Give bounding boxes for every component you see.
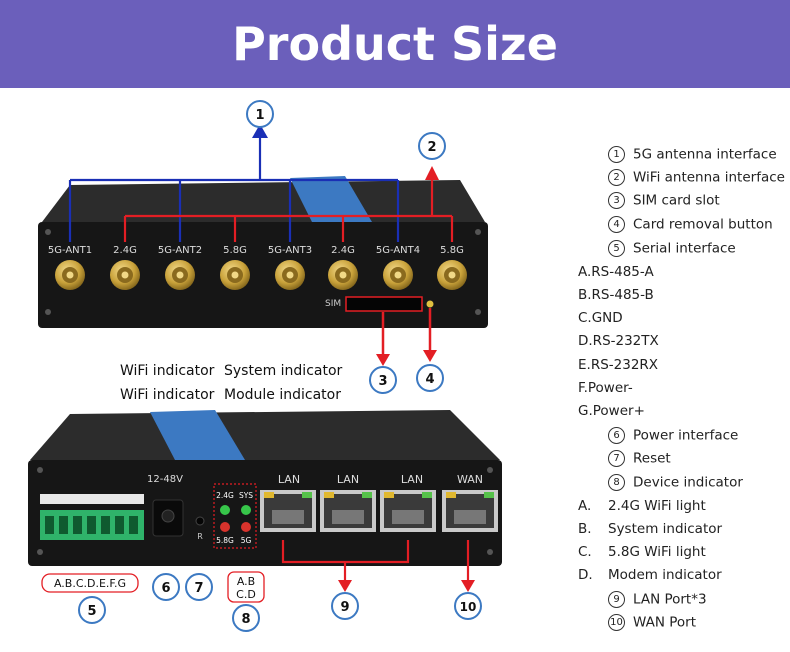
- page-title: Product Size: [232, 17, 558, 71]
- port-label: WAN: [457, 473, 483, 486]
- svg-text:4: 4: [425, 372, 434, 387]
- antenna-connector-icon: [165, 260, 195, 290]
- lan-port-icon: [320, 490, 376, 532]
- router-rear-view: [28, 410, 502, 566]
- antenna-connector-icon: [220, 260, 250, 290]
- top-port-label: 2.4G: [331, 245, 355, 256]
- svg-text:8: 8: [241, 612, 250, 627]
- top-port-label: 5G-ANT2: [158, 245, 202, 256]
- antenna-connector-icon: [383, 260, 413, 290]
- wan-port-icon: [442, 490, 498, 532]
- callout-4: 4: [416, 364, 444, 392]
- callout-7: 7: [185, 573, 213, 601]
- svg-text:2: 2: [427, 140, 436, 155]
- serial-box-text: A.B.C.D.E.F.G: [54, 577, 126, 590]
- svg-text:5: 5: [87, 604, 96, 619]
- port-label: LAN: [337, 473, 359, 486]
- arrow-down-icon: [338, 580, 352, 592]
- indicator-label: Module indicator: [224, 387, 341, 403]
- callout-3: 3: [369, 366, 397, 394]
- device-callout-box: [227, 571, 265, 603]
- top-port-label: 5G-ANT4: [376, 245, 420, 256]
- antenna-connector-icon: [275, 260, 305, 290]
- svg-text:10: 10: [460, 600, 477, 614]
- led-2-4g: [220, 505, 230, 515]
- reset-button: [195, 516, 205, 526]
- antenna-connectors: [55, 260, 467, 290]
- device-box-line1: A.B: [237, 575, 255, 588]
- serial-callout-box: [41, 573, 139, 593]
- port-label: LAN: [401, 473, 423, 486]
- led-label: 5G: [241, 536, 252, 545]
- arrow-down-icon: [376, 354, 390, 366]
- svg-text:7: 7: [194, 581, 203, 596]
- ethernet-ports: [260, 490, 498, 532]
- svg-text:9: 9: [340, 600, 349, 615]
- top-port-label: 5.8G: [440, 245, 464, 256]
- arrow-up-icon: [252, 124, 268, 138]
- led-label: 2.4G: [216, 491, 234, 500]
- top-port-label: 5.8G: [223, 245, 247, 256]
- lan-port-icon: [380, 490, 436, 532]
- callout-10: 10: [454, 592, 482, 620]
- voltage-label: 12-48V: [147, 474, 183, 485]
- port-label: LAN: [278, 473, 300, 486]
- serial-terminal-block: [40, 494, 144, 540]
- callout-9: 9: [331, 592, 359, 620]
- 5g-antenna-lines: [68, 134, 400, 242]
- antenna-connector-icon: [110, 260, 140, 290]
- lan-port-icon: [260, 490, 316, 532]
- callout-2: 2: [418, 132, 446, 160]
- wifi-antenna-lines: [123, 178, 454, 242]
- reset-mark: R: [197, 532, 203, 541]
- led-label: SYS: [239, 491, 253, 500]
- led-label: 5.8G: [216, 536, 234, 545]
- arrow-down-icon: [461, 580, 475, 592]
- antenna-connector-icon: [55, 260, 85, 290]
- indicator-label: WiFi indicator: [120, 387, 215, 403]
- led-5-8g: [220, 522, 230, 532]
- top-port-label: 2.4G: [113, 245, 137, 256]
- led-sys: [241, 505, 251, 515]
- antenna-connector-icon: [328, 260, 358, 290]
- indicator-label: WiFi indicator: [120, 363, 215, 379]
- callout-6: 6: [152, 573, 180, 601]
- arrow-up-icon: [425, 166, 439, 180]
- top-port-label: 5G-ANT3: [268, 245, 312, 256]
- sim-card-slot: [345, 296, 423, 312]
- callout-1: 1: [246, 100, 274, 128]
- callout-8: 8: [232, 604, 260, 632]
- svg-text:1: 1: [255, 108, 264, 123]
- indicator-label: System indicator: [224, 363, 343, 379]
- svg-text:3: 3: [378, 374, 387, 389]
- card-removal-button: [426, 300, 434, 308]
- callout-5: 5: [78, 596, 106, 624]
- device-indicators: 2.4G SYS 5.8G 5G: [213, 483, 257, 549]
- sim-label: SIM: [325, 299, 341, 309]
- device-box-line2: C.D: [236, 588, 256, 601]
- svg-text:6: 6: [161, 581, 170, 596]
- antenna-connector-icon: [437, 260, 467, 290]
- title-banner: Product Size: [0, 0, 790, 88]
- arrow-down-icon: [423, 350, 437, 362]
- top-port-label: 5G-ANT1: [48, 245, 92, 256]
- led-5g: [241, 522, 251, 532]
